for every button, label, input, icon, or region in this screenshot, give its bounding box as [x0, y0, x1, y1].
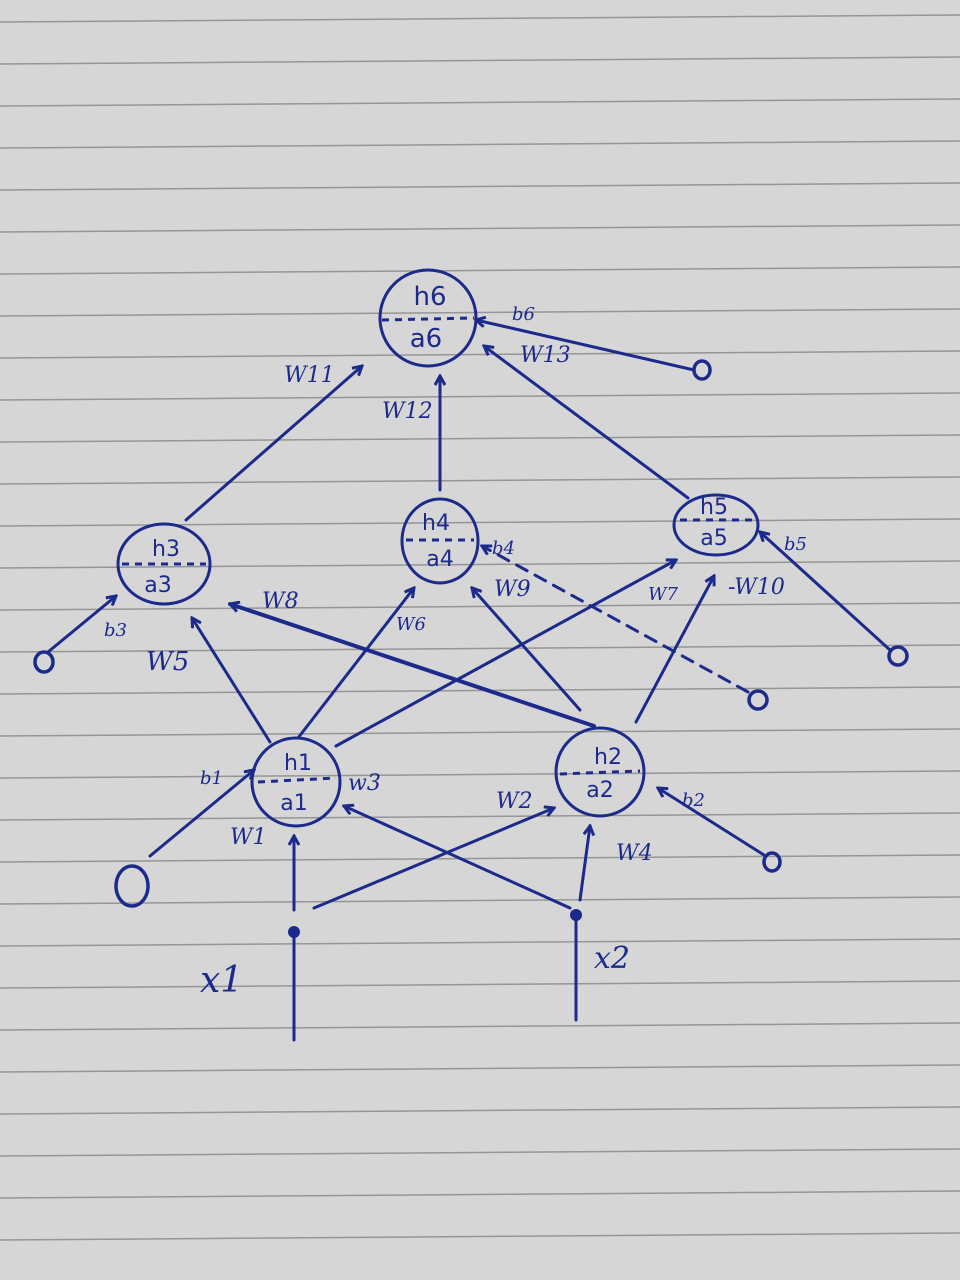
b1-label: b1	[200, 768, 223, 789]
h5-top-label: h5	[700, 495, 728, 520]
neuron-h4	[400, 497, 480, 585]
edge-w7	[334, 560, 676, 748]
b3-label: b3	[104, 620, 127, 641]
h5-bottom-label: a5	[700, 526, 727, 551]
b5-label: b5	[784, 534, 807, 555]
bias-node-b6	[692, 359, 712, 381]
bias-node-b4	[747, 689, 769, 711]
b4-label: b4	[492, 538, 515, 559]
edge-w5	[192, 618, 272, 744]
h1-bottom-label: a1	[280, 791, 307, 816]
w3-label: w3	[348, 771, 381, 796]
h3-bottom-label: a3	[144, 573, 171, 598]
edge-b2	[658, 788, 766, 857]
w1-label: W1	[230, 825, 267, 850]
neuron-h5	[672, 493, 760, 557]
edge-w11	[184, 366, 362, 522]
h6-bottom-label: a6	[410, 324, 442, 354]
h2-top-label: h2	[594, 745, 622, 770]
x2-label: x2	[594, 941, 630, 976]
edge-w2	[312, 808, 554, 910]
edge-w8	[230, 604, 596, 728]
neuron-h2	[554, 726, 646, 818]
w8-label: W8	[262, 589, 299, 614]
x1-label: x1	[200, 960, 243, 1001]
w10-label: -W10	[728, 575, 785, 600]
neuron-h3	[116, 522, 212, 606]
edge-b6	[476, 320, 696, 372]
w2-label: W2	[496, 789, 533, 814]
w7-label: W7	[648, 584, 679, 605]
bias-node-b3	[33, 650, 55, 674]
h2-bottom-label: a2	[586, 778, 613, 803]
w12-label: W12	[382, 399, 433, 424]
h3-top-label: h3	[152, 537, 180, 562]
edge-w10	[634, 576, 714, 724]
h4-top-label: h4	[422, 511, 450, 536]
edge-w13	[484, 346, 690, 500]
b6-label: b6	[512, 304, 535, 325]
x2-input-dot	[570, 909, 582, 921]
h1-top-label: h1	[284, 751, 312, 776]
w6-label: W6	[396, 614, 426, 635]
bias-node-b5	[887, 645, 909, 667]
x1-input-dot	[288, 926, 300, 938]
w9-label: W9	[494, 577, 531, 602]
neuron-h1	[250, 736, 342, 828]
edge-b5	[760, 532, 892, 652]
bias-node-b2	[762, 851, 782, 873]
edge-w4	[578, 826, 590, 902]
w5-label: W5	[146, 647, 189, 677]
b2-label: b2	[682, 790, 705, 811]
w4-label: W4	[616, 841, 653, 866]
edge-w6	[296, 588, 414, 740]
ruled-lines	[0, 14, 960, 1241]
h4-bottom-label: a4	[426, 547, 453, 572]
edge-b4	[482, 546, 750, 694]
neuron-h6	[378, 268, 478, 368]
bias-node-b1	[114, 864, 150, 908]
w11-label: W11	[284, 363, 335, 388]
edge-b1	[148, 770, 254, 858]
h6-top-label: h6	[413, 282, 446, 312]
edge-w3	[344, 806, 572, 910]
edge-b3	[46, 596, 116, 654]
edge-w9	[472, 588, 582, 712]
w13-label: W13	[520, 343, 571, 368]
